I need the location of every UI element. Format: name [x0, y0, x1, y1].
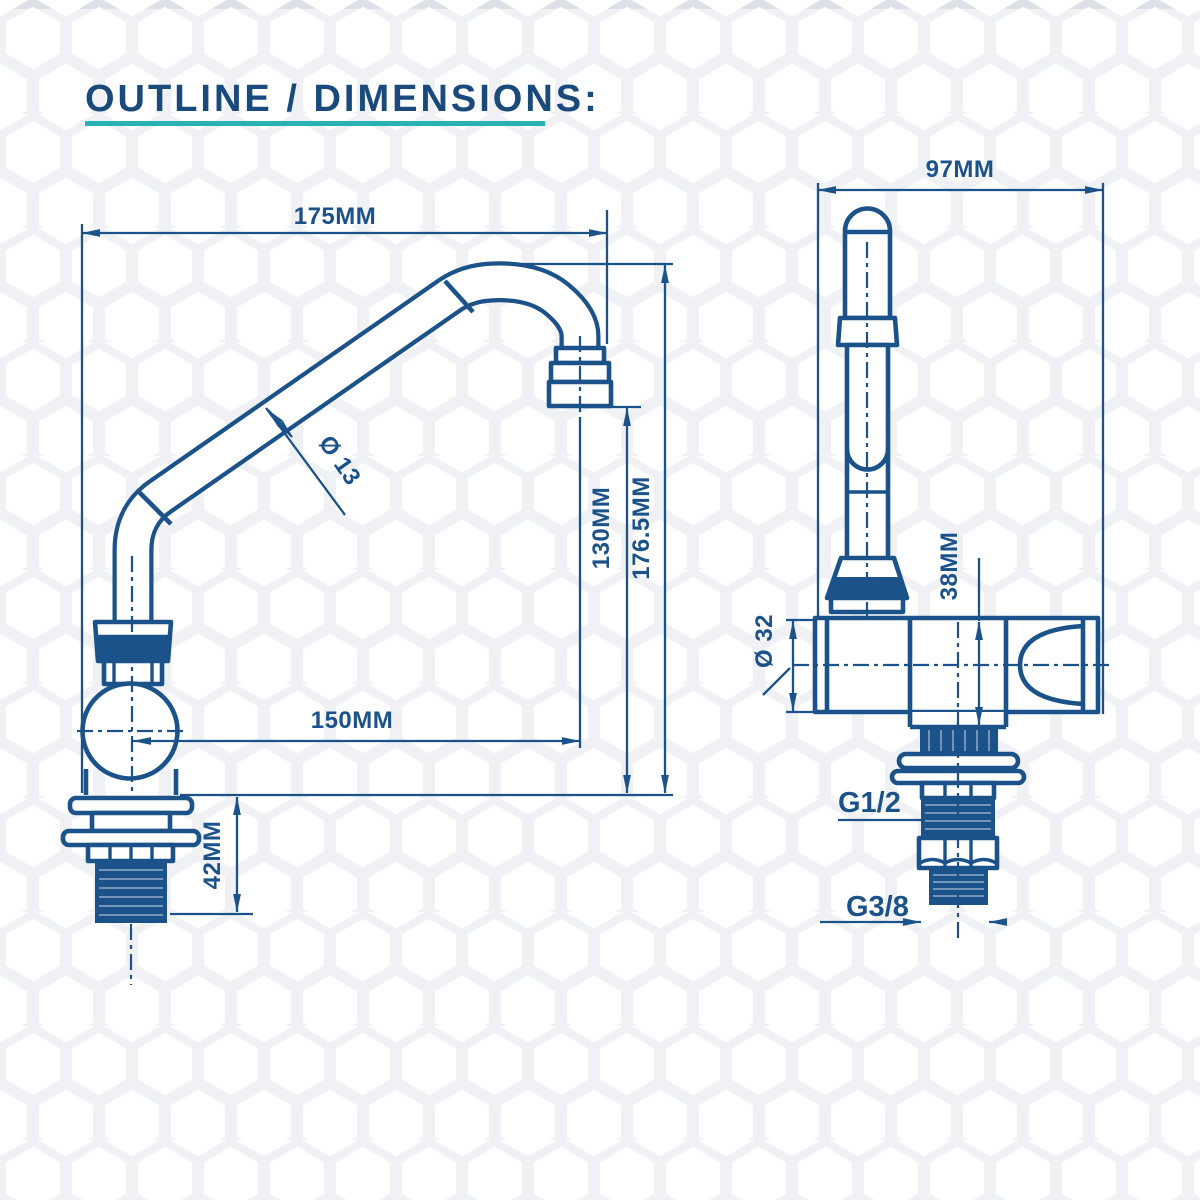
hex-nut-faces: [919, 857, 997, 865]
side-centerlines: [793, 242, 1112, 938]
base-neck: [89, 810, 173, 834]
side-view-dimensions: 97MM Ø 32 38MM G1/2 G3/8: [751, 156, 1105, 926]
title-underline: [85, 121, 545, 126]
pipe-cup-detail: [844, 448, 891, 472]
dim-label-176-5mm: 176.5MM: [628, 476, 655, 580]
dim-label-g38: G3/8: [846, 891, 909, 923]
spout-seam-lower: [136, 489, 173, 526]
side-notch-lines: [943, 783, 973, 798]
front-centerlines: [77, 556, 187, 985]
dim-label-42mm: 42MM: [199, 821, 226, 890]
dim-label-150mm: 150MM: [311, 707, 394, 734]
shank-threads: [99, 869, 163, 916]
dim-label-dia32: Ø 32: [751, 614, 778, 668]
front-view-dimensions: 175MM 150MM 176.5MM 130MM 42MM Ø 13: [80, 203, 673, 916]
dim-label-g12: G1/2: [838, 787, 901, 819]
valve-body-sides: [83, 769, 179, 795]
dim-label-130mm: 130MM: [588, 487, 615, 570]
threaded-shank: [95, 860, 167, 923]
dim-label-97mm: 97MM: [926, 156, 995, 183]
dim-label-38mm: 38MM: [936, 532, 963, 601]
page-header: OUTLINE / DIMENSIONS:: [85, 78, 600, 126]
page-title: OUTLINE / DIMENSIONS:: [85, 78, 600, 120]
front-view-faucet: [60, 261, 614, 985]
spout-tube-inner: [116, 265, 597, 628]
dia32-leader: [762, 667, 791, 696]
notch-band-lines: [108, 845, 154, 861]
spout-seam-upper: [443, 279, 475, 314]
body-cap-dome: [1017, 623, 1084, 707]
locknut-lines: [928, 730, 990, 751]
dia13-arrow-inner: [269, 411, 293, 438]
pipe-collar: [835, 315, 900, 348]
top-edge-pattern: [0, 0, 1200, 9]
dim-label-175mm: 175MM: [294, 203, 377, 230]
